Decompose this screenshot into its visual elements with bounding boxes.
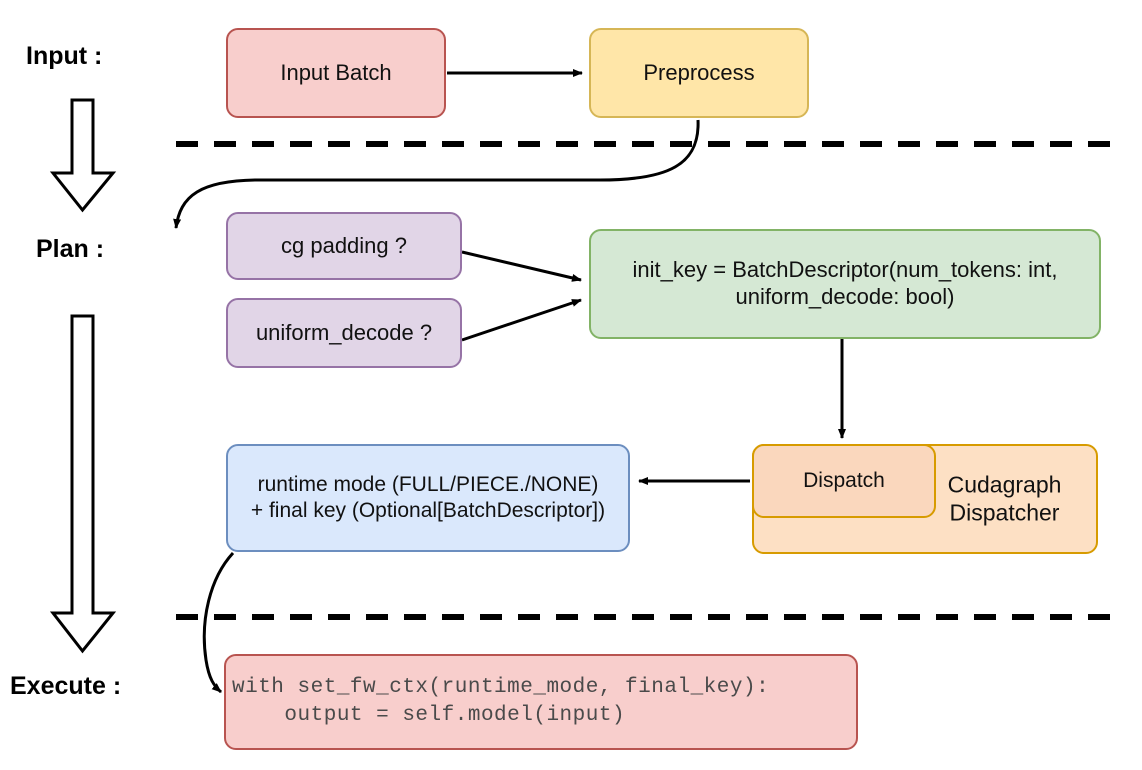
- node-input-batch-label: Input Batch: [280, 59, 392, 85]
- stage-label-plan: Plan :: [36, 235, 105, 263]
- node-runtime-mode-line2: + final key (Optional[BatchDescriptor]): [250, 499, 606, 522]
- node-cg-padding[interactable]: cg padding ?: [226, 212, 462, 280]
- node-uniform-decode-label: uniform_decode ?: [255, 319, 433, 345]
- node-uniform-decode[interactable]: uniform_decode ?: [226, 298, 462, 368]
- node-cg-padding-label: cg padding ?: [281, 232, 407, 258]
- stage-label-input: Input :: [26, 42, 103, 70]
- node-preprocess[interactable]: Preprocess: [589, 28, 809, 118]
- node-cudagraph-dispatcher-label: Cudagraph Dispatcher: [927, 471, 1082, 526]
- node-input-batch[interactable]: Input Batch: [226, 28, 446, 118]
- node-dispatch-label: Dispatch: [803, 469, 885, 493]
- plan-to-execute-arrow: [49, 314, 117, 654]
- node-init-key-line2: uniform_decode: bool): [735, 284, 955, 309]
- node-runtime-mode-line1: runtime mode (FULL/PIECE./NONE): [257, 473, 599, 497]
- node-init-key-line1: init_key = BatchDescriptor(num_tokens: i…: [632, 257, 1058, 283]
- node-runtime-mode[interactable]: runtime mode (FULL/PIECE./NONE) + final …: [226, 444, 630, 552]
- input-to-plan-arrow: [49, 98, 117, 213]
- stage-label-execute: Execute :: [10, 672, 122, 700]
- node-execute-code-line1: with set_fw_ctx(runtime_mode, final_key)…: [232, 675, 770, 699]
- node-execute-code[interactable]: with set_fw_ctx(runtime_mode, final_key)…: [224, 654, 858, 750]
- node-preprocess-label: Preprocess: [643, 59, 755, 85]
- cg-padding-to-init-key: [461, 250, 582, 282]
- node-execute-code-line2: output = self.model(input): [232, 704, 626, 727]
- node-dispatch[interactable]: Dispatch: [752, 444, 936, 518]
- node-cudagraph-dispatcher-line1: Cudagraph: [947, 471, 1062, 498]
- node-init-key[interactable]: init_key = BatchDescriptor(num_tokens: i…: [589, 229, 1101, 339]
- node-cudagraph-dispatcher-line2: Dispatcher: [949, 499, 1060, 525]
- uniform-decode-to-init-key: [461, 298, 582, 342]
